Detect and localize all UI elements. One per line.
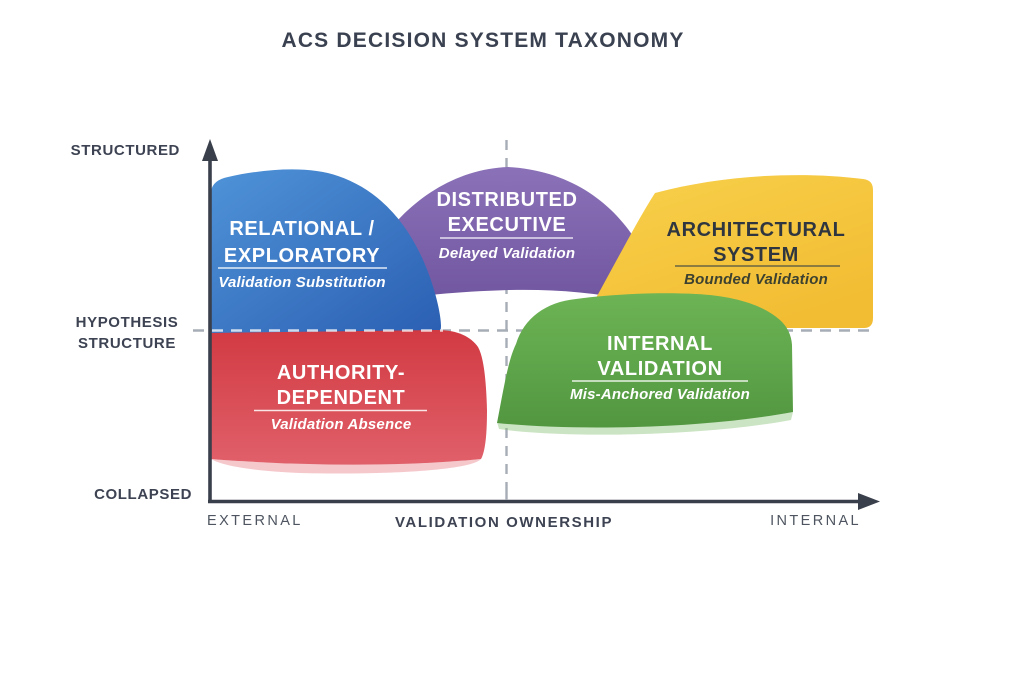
- authority-subtitle: Validation Absence: [271, 416, 412, 433]
- architectural-title-line1: ARCHITECTURAL: [667, 219, 846, 241]
- green-bottom-wave: [497, 412, 793, 435]
- y-axis-mid-label-line1: HYPOTHESIS: [76, 314, 179, 331]
- architectural-subtitle: Bounded Validation: [684, 271, 828, 288]
- y-axis-bottom-label: COLLAPSED: [94, 486, 192, 503]
- y-axis-mid-label-line2: STRUCTURE: [78, 335, 176, 352]
- x-axis-arrow-icon: [858, 493, 880, 510]
- internal-title-line1: INTERNAL: [607, 333, 713, 355]
- diagram-title: ACS DECISION SYSTEM TAXONOMY: [281, 29, 684, 52]
- authority-title-line2: DEPENDENT: [277, 387, 406, 409]
- authority-title-line1: AUTHORITY-: [277, 362, 405, 384]
- authority-dependent-blob: [211, 330, 487, 465]
- internal-subtitle: Mis-Anchored Validation: [570, 386, 750, 403]
- relational-title-line2: EXPLORATORY: [224, 245, 380, 267]
- y-axis-top-label: STRUCTURED: [71, 142, 180, 159]
- x-axis-left-label: EXTERNAL: [207, 513, 303, 529]
- distributed-subtitle: Delayed Validation: [439, 245, 575, 262]
- distributed-title-line1: DISTRIBUTED: [436, 189, 577, 211]
- relational-title-line1: RELATIONAL /: [229, 218, 374, 240]
- architectural-system-blob: [593, 175, 873, 328]
- internal-title-line2: VALIDATION: [597, 358, 722, 380]
- relational-subtitle: Validation Substitution: [218, 274, 385, 291]
- x-axis-right-label: INTERNAL: [770, 513, 861, 529]
- internal-validation-blob: [497, 293, 793, 428]
- relational-exploratory-blob: [211, 169, 441, 334]
- x-axis-title: VALIDATION OWNERSHIP: [395, 514, 613, 531]
- architectural-title-line2: SYSTEM: [713, 244, 799, 266]
- y-axis-arrow-icon: [202, 139, 218, 161]
- red-bottom-wave: [211, 459, 481, 474]
- distributed-title-line2: EXECUTIVE: [448, 214, 567, 236]
